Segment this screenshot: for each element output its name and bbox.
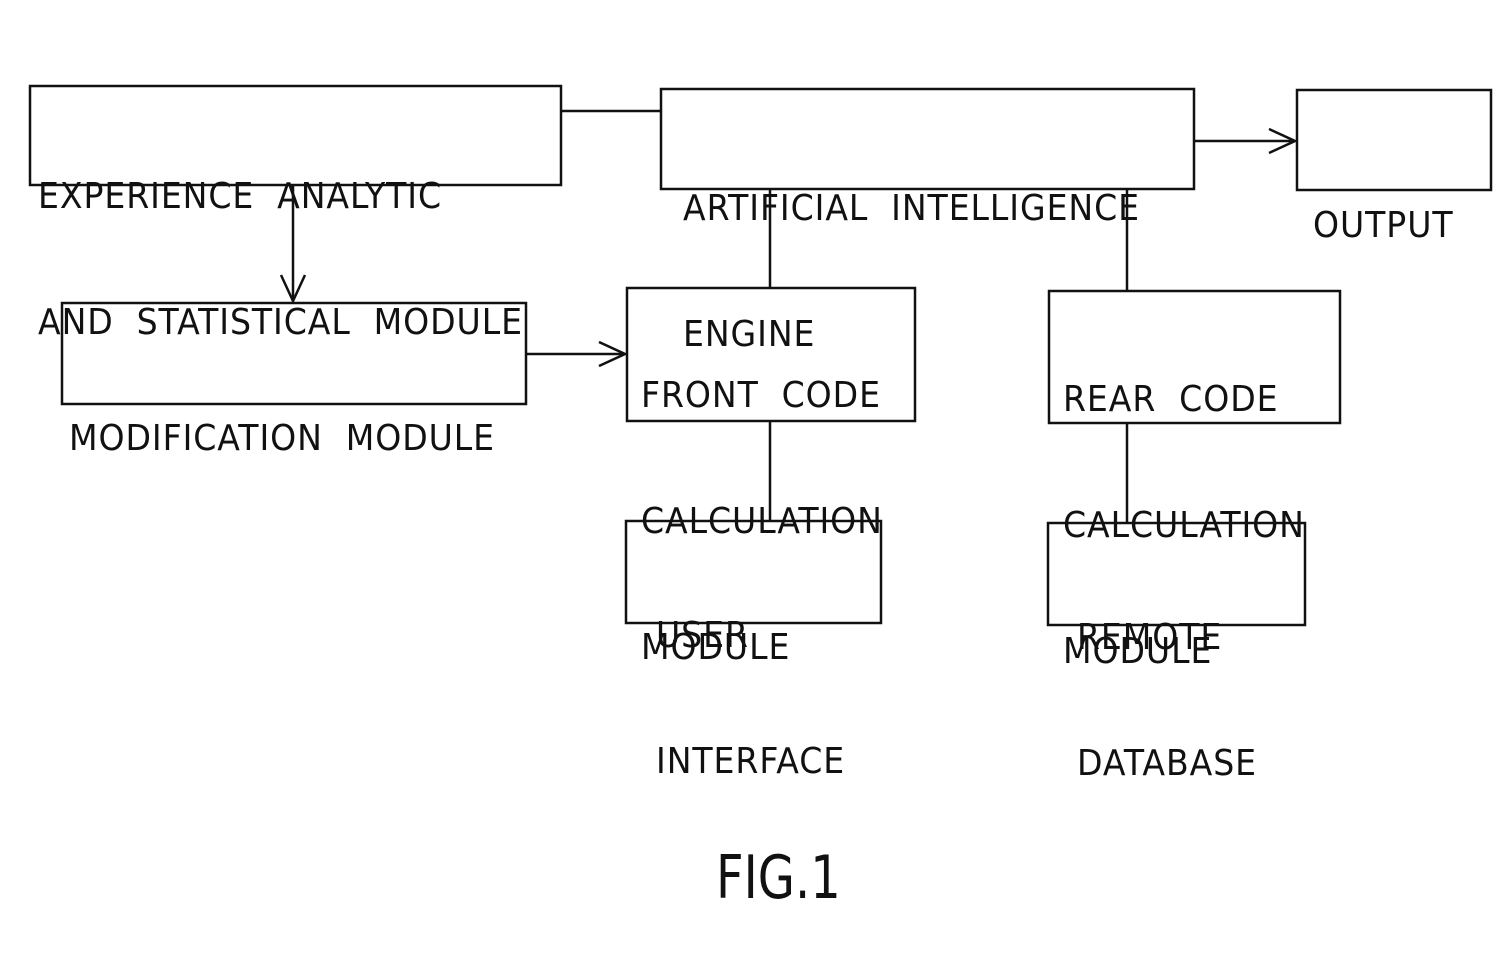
ai-engine-label-line-2: ENGINE bbox=[683, 314, 816, 355]
output-label: OUTPUT bbox=[1313, 121, 1454, 289]
output-label-line-1: OUTPUT bbox=[1313, 205, 1454, 246]
front-code-module-label-line-3: MODULE bbox=[641, 627, 791, 668]
modification-module-label-line-1: MODIFICATION MODULE bbox=[69, 418, 496, 459]
remote-database-label-line-1: REMOTE bbox=[1077, 617, 1223, 658]
ai-engine-box bbox=[659, 87, 1196, 191]
rear-code-module-box bbox=[1047, 289, 1342, 425]
rear-code-module-label: REAR CODE CALCULATION MODULE bbox=[1063, 295, 1305, 715]
rear-code-module-label-line-2: CALCULATION bbox=[1063, 505, 1305, 546]
experience-module-label-line-2: AND STATISTICAL MODULE bbox=[38, 302, 523, 343]
ai-engine-label: ARTIFICIAL INTELLIGENCE ENGINE bbox=[683, 104, 1140, 398]
front-code-module-label-line-2: CALCULATION bbox=[641, 501, 883, 542]
user-interface-box bbox=[624, 519, 883, 625]
rear-code-module-label-line-3: MODULE bbox=[1063, 631, 1213, 672]
user-interface-label-line-1: USER bbox=[656, 615, 749, 656]
remote-database-box bbox=[1046, 521, 1307, 627]
front-code-module-label-line-1: FRONT CODE bbox=[641, 375, 881, 416]
output-box bbox=[1295, 88, 1493, 192]
front-code-module-label: FRONT CODE CALCULATION MODULE bbox=[641, 291, 883, 711]
user-interface-label: USER INTERFACE bbox=[656, 531, 845, 825]
user-interface-label-line-2: INTERFACE bbox=[656, 741, 846, 782]
modification-module-label: MODIFICATION MODULE bbox=[69, 334, 495, 502]
rear-code-module-label-line-1: REAR CODE bbox=[1063, 379, 1279, 420]
remote-database-label: REMOTE DATABASE bbox=[1077, 533, 1257, 827]
experience-module-label-line-1: EXPERIENCE ANALYTIC bbox=[38, 176, 443, 217]
figure-label: FIG.1 bbox=[716, 843, 841, 913]
experience-module-box bbox=[28, 84, 563, 187]
ai-engine-label-line-1: ARTIFICIAL INTELLIGENCE bbox=[683, 188, 1141, 229]
remote-database-label-line-2: DATABASE bbox=[1077, 743, 1258, 784]
experience-module-label: EXPERIENCE ANALYTIC AND STATISTICAL MODU… bbox=[38, 92, 523, 386]
